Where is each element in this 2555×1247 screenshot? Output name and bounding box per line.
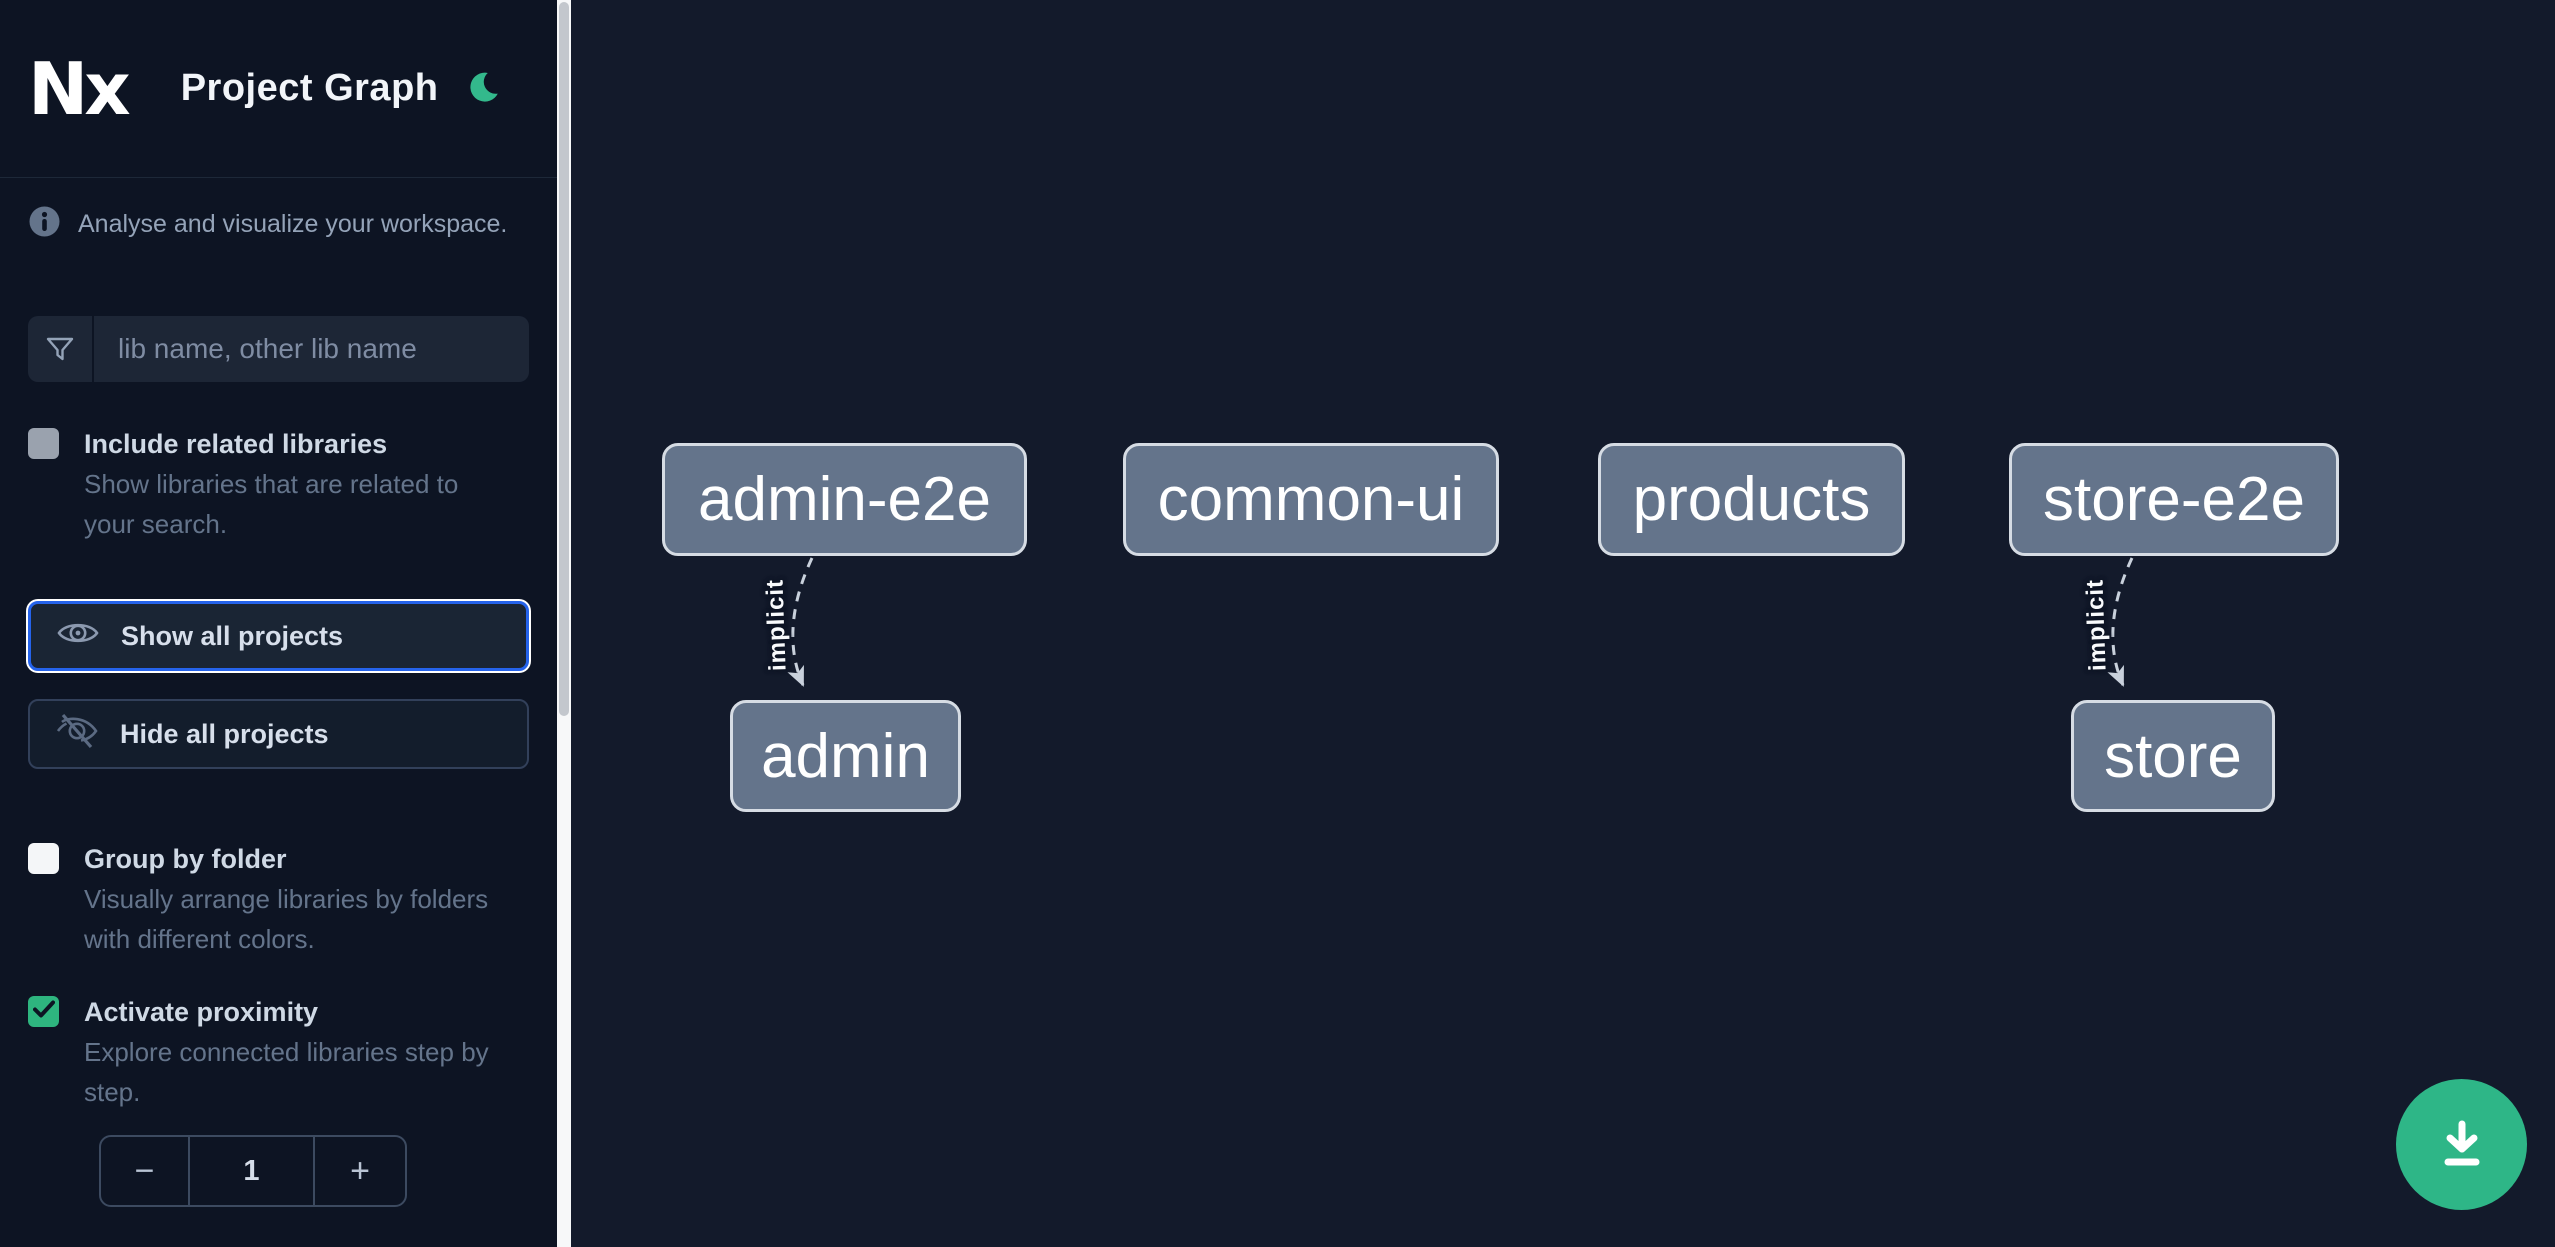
sidebar-scrollbar <box>557 0 571 1247</box>
workspace-info: Analyse and visualize your workspace. <box>28 205 529 243</box>
filter-icon <box>28 316 94 382</box>
button-label: Show all projects <box>121 620 344 651</box>
include-related-checkbox[interactable] <box>28 428 59 459</box>
edge-label-implicit: implicit <box>761 578 792 672</box>
download-graph-button[interactable] <box>2396 1079 2527 1210</box>
toggle-label: Include related libraries <box>84 429 388 459</box>
toggle-description: Show libraries that are related to your … <box>84 469 459 539</box>
eye-icon <box>57 616 99 657</box>
toggle-description: Explore connected libraries step by step… <box>84 1037 489 1107</box>
hide-all-projects-button[interactable]: Hide all projects <box>28 699 529 769</box>
group-by-folder-checkbox[interactable] <box>28 843 59 874</box>
download-icon <box>2433 1114 2491 1175</box>
graph-node-common-ui[interactable]: common-ui <box>1123 443 1499 556</box>
eye-off-icon <box>56 712 98 757</box>
graph-edges <box>787 557 2134 687</box>
graph-node-store[interactable]: store <box>2071 700 2275 812</box>
graph-node-admin[interactable]: admin <box>730 700 961 812</box>
proximity-stepper: − 1 + <box>99 1135 407 1207</box>
check-icon <box>32 1000 55 1023</box>
info-icon <box>28 205 61 243</box>
graph-node-store-e2e[interactable]: store-e2e <box>2009 443 2339 556</box>
edge-admin-e2e-to-admin <box>787 557 814 687</box>
info-text: Analyse and visualize your workspace. <box>78 209 508 238</box>
toggle-description: Visually arrange libraries by folders wi… <box>84 884 489 954</box>
search-input[interactable] <box>94 316 529 382</box>
toggle-label: Activate proximity <box>84 997 319 1027</box>
toggle-include-related: Include related libraries Show libraries… <box>28 424 529 544</box>
toggle-group-by-folder: Group by folder Visually arrange librari… <box>28 839 529 959</box>
activate-proximity-checkbox[interactable] <box>28 996 59 1027</box>
show-all-projects-button[interactable]: Show all projects <box>28 601 529 671</box>
graph-node-admin-e2e[interactable]: admin-e2e <box>662 443 1027 556</box>
sidebar-scrollbar-thumb[interactable] <box>559 2 569 716</box>
button-label: Hide all projects <box>120 718 329 749</box>
edge-store-e2e-to-store <box>2107 557 2134 687</box>
edge-label-implicit: implicit <box>2081 578 2112 672</box>
proximity-decrement-button[interactable]: − <box>101 1137 188 1205</box>
sidebar-header: Nx Project Graph <box>0 0 557 178</box>
moon-icon <box>466 69 500 108</box>
page-title: Project Graph <box>180 67 439 109</box>
sidebar: Nx Project Graph Analyse and visualize y… <box>0 0 557 1247</box>
nx-logo: Nx <box>28 46 131 131</box>
proximity-increment-button[interactable]: + <box>315 1137 405 1205</box>
toggle-label: Group by folder <box>84 844 287 874</box>
dark-mode-toggle[interactable] <box>461 67 505 111</box>
proximity-value: 1 <box>188 1137 315 1205</box>
project-graph-canvas[interactable]: implicit implicit admin-e2e common-ui pr… <box>571 0 2555 1247</box>
graph-node-products[interactable]: products <box>1598 443 1905 556</box>
toggle-activate-proximity: Activate proximity Explore connected lib… <box>28 992 529 1112</box>
search-box <box>28 316 529 382</box>
